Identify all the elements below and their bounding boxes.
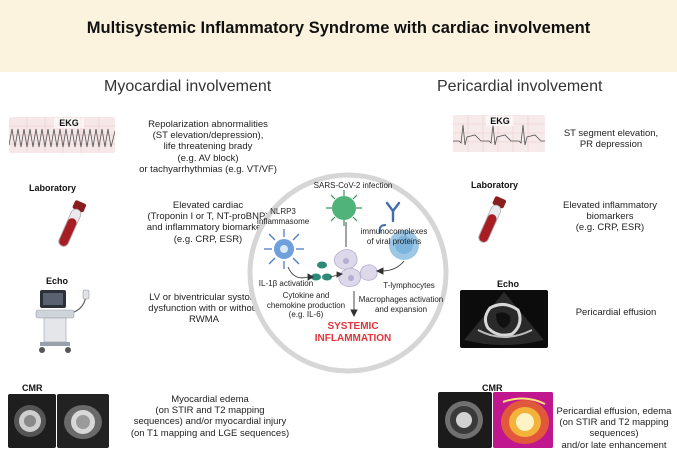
myocardial-lab-text: Elevated cardiac (Troponin I or T, NT-pr… [113,200,303,245]
t-lymphocytes-label: T-lymphocytes [383,281,435,290]
ultrasound-machine-icon [30,288,90,354]
text-line: Pericardial effusion, edema [556,406,672,417]
t-lymphocyte-icon [378,224,419,260]
text-line: Inflammasome [256,216,310,226]
text-line: INFLAMMATION [314,332,392,344]
virus-icon [326,190,362,226]
cytokine-icon [311,261,332,281]
cmr-image-4 [493,392,553,448]
cmr-image-2 [57,394,109,448]
text-line: immunocomplexes [360,227,428,236]
text-line: and inflammatory biomarkers [146,222,270,234]
text-line: sequences) [589,428,639,440]
pericardial-lab-label: Laboratory [471,180,519,190]
text-line: SYSTEMIC [327,321,379,332]
pericardial-echo-text: Pericardial effusion [560,307,672,318]
text-line: PR depression [579,139,643,151]
virus-label: SARS-CoV-2 infection [313,181,393,190]
text-line: biomarkers [586,211,634,223]
text-line: NLRP3 [270,207,296,216]
text-line: (e.g. AV block) [177,152,239,164]
text-line: RWMA [189,314,219,326]
systemic-inflammation-label: SYSTEMIC INFLAMMATION [298,321,408,344]
cytokine-label: Cytokine and chemokine production (e.g. … [260,291,352,320]
text-line: (ST elevation/depression), [152,130,264,142]
header-band [0,0,677,72]
text-line: Pericardial effusion [575,307,657,318]
inflammasome-icon [264,229,304,269]
text-line: life threatening brady [163,141,253,153]
pericardial-cmr-text: Pericardial effusion, edema (on STIR and… [552,406,676,451]
myocardial-lab-label: Laboratory [29,183,77,193]
nlrp3-label: NLRP3 Inflammasome [248,207,318,226]
text-line: of viral proteins [366,236,422,246]
pericardial-cmr-label: CMR [482,383,503,393]
pericardial-ekg-text: ST segment elevation, PR depression [554,128,668,150]
text-line: (on STIR and T2 mapping [155,405,265,417]
pericardial-echo-label: Echo [497,279,520,289]
text-line: Myocardial edema [171,394,249,405]
center-diagram: SARS-CoV-2 infection NLRP3 Inflammasome … [246,171,450,375]
text-line: Macrophages activation [358,295,444,304]
text-line: LV or biventricular systolic [149,292,259,303]
text-line: and expansion [374,304,428,314]
text-line: (e.g. IL-6) [288,310,324,319]
text-line: (Troponin I or T, NT-proBNP) [147,211,269,223]
blood-tube-icon [56,198,87,252]
text-line: chemokine production [266,300,346,310]
text-line: Cytokine and [282,291,330,300]
myocardial-ekg-label: EKG [54,118,84,128]
pericardial-heading: Pericardial involvement [437,78,603,95]
myocardial-ekg-text: Repolarization abnormalities (ST elevati… [128,119,288,175]
macrophage-icon [333,249,378,287]
text-line: (e.g. CRP, ESR) [575,222,645,234]
main-title: Multisystemic Inflammatory Syndrome with… [86,19,591,37]
text-line: (on STIR and T2 mapping [559,417,669,429]
text-line: ST segment elevation, [563,128,659,139]
text-line: Repolarization abnormalities [148,119,268,130]
text-line: or tachyarrhythmias (e.g. VT/VF) [139,163,277,175]
pericardial-echo-image [460,290,548,348]
myocardial-echo-label: Echo [46,276,69,286]
pericardial-ekg-label: EKG [486,116,514,126]
myocardial-cmr-label: CMR [22,383,43,393]
myocardial-echo-text: LV or biventricular systolic dysfunction… [118,292,290,326]
cmr-image-1 [8,394,56,448]
text-line: and/or late enhancement [561,439,667,451]
blood-tube-icon [476,194,507,248]
text-line: (e.g. CRP, ESR) [173,233,243,245]
text-line: Elevated cardiac [172,200,244,211]
text-line: Elevated inflammatory [563,200,657,211]
immuno-label: immunocomplexes of viral proteins [354,227,434,246]
pericardial-lab-text: Elevated inflammatory biomarkers (e.g. C… [548,200,672,234]
il1-label: IL-1β activation [258,279,314,288]
text-line: sequences) and/or myocardial injury [133,416,287,428]
cmr-image-3 [438,392,492,448]
text-line: dysfunction with or without [148,303,260,315]
macrophage-label: Macrophages activation and expansion [356,295,446,314]
text-line: (on T1 mapping and LGE sequences) [130,427,290,439]
antibody-icon [385,201,401,223]
myocardial-heading: Myocardial involvement [104,78,272,95]
myocardial-cmr-text: Myocardial edema (on STIR and T2 mapping… [118,394,302,439]
